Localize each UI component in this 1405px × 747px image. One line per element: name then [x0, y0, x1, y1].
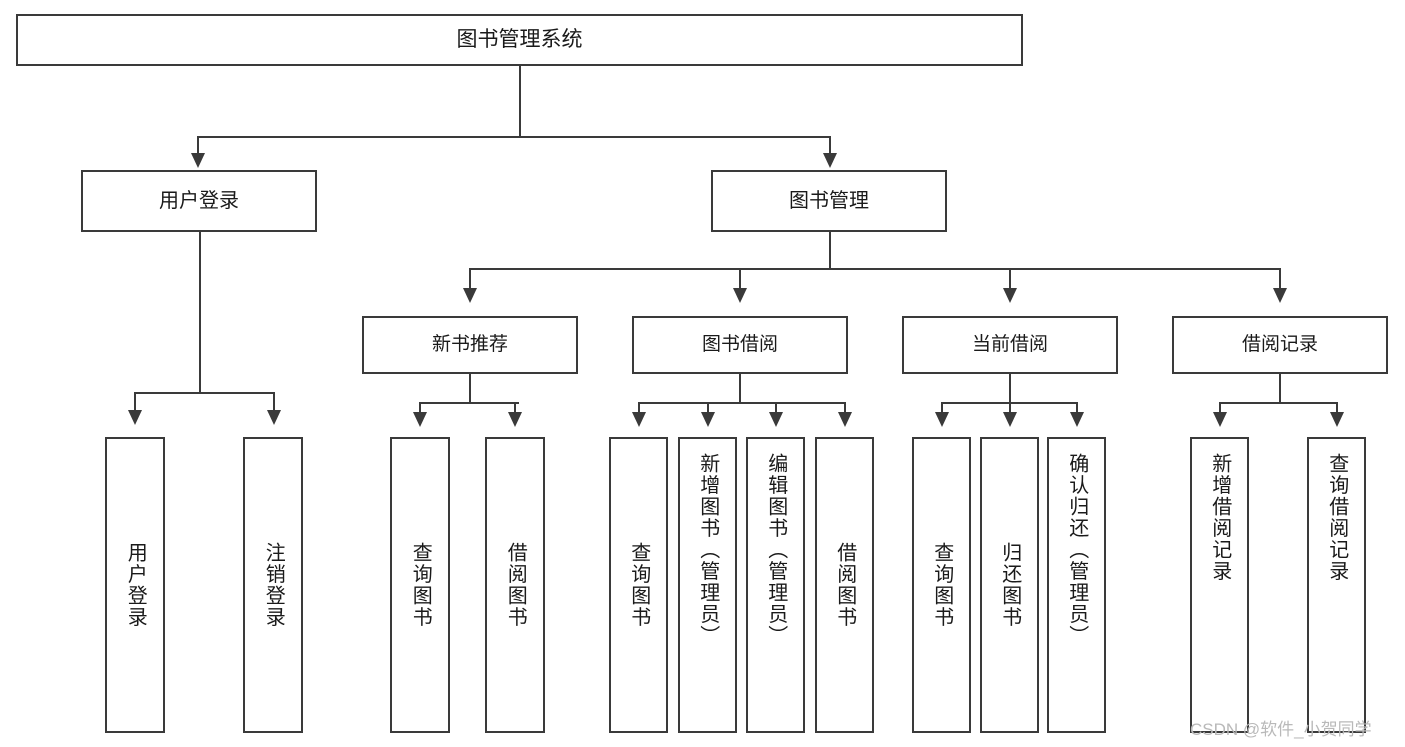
- connector-current-borrow-stem: [1009, 374, 1011, 402]
- arrowhead-leaf-query-record: [1330, 412, 1344, 427]
- connector-current-borrow-leaf2: [1009, 402, 1011, 414]
- connector-user-login-stem: [199, 232, 201, 392]
- connector-book-borrow-stem: [739, 374, 741, 402]
- connector-book-mgmt-stem: [829, 232, 831, 268]
- arrowhead-borrow-record: [1273, 288, 1287, 303]
- connector-root-stem: [519, 66, 521, 136]
- leaf-query-book-current[interactable]: 查询图书: [912, 437, 971, 733]
- node-label: 图书借阅: [701, 334, 778, 356]
- leaf-query-book-borrowing[interactable]: 查询图书: [609, 437, 668, 733]
- connector-new-book-stem: [469, 374, 471, 402]
- node-label: 图书管理系统: [456, 28, 583, 52]
- arrowhead-leaf-edit-book: [769, 412, 783, 427]
- connector-root-to-user-login: [197, 136, 199, 156]
- leaf-query-borrow-record[interactable]: 查询借阅记录: [1307, 437, 1366, 733]
- arrowhead-user-login: [191, 153, 205, 168]
- arrowhead-leaf-logout: [267, 410, 281, 425]
- arrowhead-leaf-query-book-1: [413, 412, 427, 427]
- leaf-add-book-admin[interactable]: 新增图书（管理员）: [678, 437, 737, 733]
- arrowhead-leaf-user-login: [128, 410, 142, 425]
- node-label: 新增借阅记录: [1208, 453, 1231, 582]
- arrowhead-leaf-confirm-return: [1070, 412, 1084, 427]
- csdn-watermark: CSDN @软件_小贺同学: [1190, 715, 1372, 740]
- node-label: 新书推荐: [431, 334, 508, 356]
- connector-book-borrow-leaf2: [707, 402, 709, 414]
- leaf-borrow-book-borrowing[interactable]: 借阅图书: [815, 437, 874, 733]
- node-label: 用户登录: [159, 189, 239, 212]
- connector-to-borrow-record: [1279, 268, 1281, 290]
- leaf-logout[interactable]: 注销登录: [243, 437, 303, 733]
- node-label: 用户登录: [124, 542, 147, 628]
- node-label: 查询图书: [627, 542, 650, 628]
- leaf-borrow-book-new-rec[interactable]: 借阅图书: [485, 437, 545, 733]
- node-label: 归还图书: [998, 542, 1021, 628]
- node-root-system[interactable]: 图书管理系统: [16, 14, 1023, 66]
- connector-current-borrow-leaf3: [1076, 402, 1078, 414]
- connector-borrow-record-stem: [1279, 374, 1281, 402]
- connector-user-login-right: [273, 392, 275, 412]
- node-label: 借阅记录: [1241, 334, 1318, 356]
- connector-to-book-borrow: [739, 268, 741, 290]
- arrowhead-current-borrow: [1003, 288, 1017, 303]
- node-book-borrowing[interactable]: 图书借阅: [632, 316, 848, 374]
- arrowhead-leaf-return-book: [1003, 412, 1017, 427]
- connector-book-borrow-leaf1: [638, 402, 640, 414]
- connector-book-borrow-leaf4: [844, 402, 846, 414]
- arrowhead-leaf-add-book: [701, 412, 715, 427]
- node-borrowing-record[interactable]: 借阅记录: [1172, 316, 1388, 374]
- node-label: 查询图书: [409, 542, 432, 628]
- arrowhead-book-borrow: [733, 288, 747, 303]
- node-label: 确认归还（管理员）: [1065, 453, 1088, 647]
- arrowhead-book-mgmt: [823, 153, 837, 168]
- leaf-user-login[interactable]: 用户登录: [105, 437, 165, 733]
- connector-root-to-book-mgmt: [829, 136, 831, 156]
- node-label: 图书管理: [789, 189, 869, 212]
- leaf-return-book[interactable]: 归还图书: [980, 437, 1039, 733]
- leaf-confirm-return-admin[interactable]: 确认归还（管理员）: [1047, 437, 1106, 733]
- node-user-login[interactable]: 用户登录: [81, 170, 317, 232]
- node-label: 查询图书: [930, 542, 953, 628]
- arrowhead-leaf-add-record: [1213, 412, 1227, 427]
- node-label: 当前借阅: [971, 334, 1048, 356]
- leaf-edit-book-admin[interactable]: 编辑图书（管理员）: [746, 437, 805, 733]
- connector-book-borrow-bus: [638, 402, 844, 404]
- node-label: 查询借阅记录: [1325, 453, 1348, 582]
- node-label: 新增图书（管理员）: [696, 453, 719, 647]
- node-new-book-recommendation[interactable]: 新书推荐: [362, 316, 578, 374]
- node-label: 注销登录: [262, 542, 285, 628]
- connector-to-new-book: [469, 268, 471, 290]
- connector-root-bus: [197, 136, 829, 138]
- arrowhead-leaf-query-book-2: [632, 412, 646, 427]
- node-current-borrowing[interactable]: 当前借阅: [902, 316, 1118, 374]
- connector-borrow-record-bus: [1219, 402, 1336, 404]
- arrowhead-leaf-query-book-3: [935, 412, 949, 427]
- connector-book-borrow-leaf3: [775, 402, 777, 414]
- connector-new-book-leaf1: [419, 402, 421, 414]
- leaf-query-book-new-rec[interactable]: 查询图书: [390, 437, 450, 733]
- connector-user-login-bus: [134, 392, 273, 394]
- arrowhead-leaf-borrow-book-1: [508, 412, 522, 427]
- arrowhead-new-book-rec: [463, 288, 477, 303]
- connector-book-mgmt-bus: [469, 268, 1280, 270]
- arrowhead-leaf-borrow-book-2: [838, 412, 852, 427]
- node-label: 编辑图书（管理员）: [764, 453, 787, 647]
- connector-user-login-left: [134, 392, 136, 412]
- node-book-management[interactable]: 图书管理: [711, 170, 947, 232]
- connector-borrow-record-leaf2: [1336, 402, 1338, 414]
- connector-new-book-bus: [419, 402, 519, 404]
- connector-borrow-record-leaf1: [1219, 402, 1221, 414]
- node-label: 借阅图书: [504, 542, 527, 628]
- connector-to-current-borrow: [1009, 268, 1011, 290]
- watermark-text: CSDN @软件_小贺同学: [1190, 720, 1372, 739]
- connector-current-borrow-bus: [941, 402, 1076, 404]
- node-label: 借阅图书: [833, 542, 856, 628]
- connector-new-book-leaf2: [514, 402, 516, 414]
- connector-current-borrow-leaf1: [941, 402, 943, 414]
- leaf-add-borrow-record[interactable]: 新增借阅记录: [1190, 437, 1249, 733]
